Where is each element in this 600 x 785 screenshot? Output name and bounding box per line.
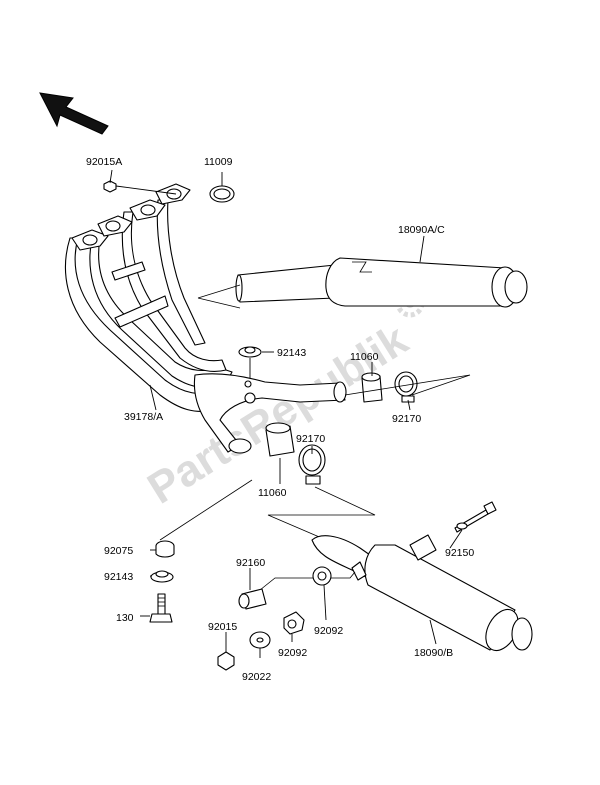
grommet-92143-lower <box>150 570 174 583</box>
label-92022: 92022 <box>242 671 271 683</box>
clamp-92170-upper <box>394 371 418 403</box>
guide-line-lower-clamp <box>267 486 376 549</box>
label-92075: 92075 <box>104 545 133 557</box>
label-92150: 92150 <box>445 547 474 559</box>
label-11060-upper: 11060 <box>350 351 379 363</box>
gasket-11060-upper <box>361 372 383 403</box>
clamp-92170-lower <box>298 444 326 485</box>
label-92092-right: 92092 <box>314 625 343 637</box>
washer-92022 <box>249 631 271 649</box>
bolt-92150 <box>454 501 497 533</box>
part-labels: 92015A 11009 18090A/C 92143 11060 39178/… <box>86 156 474 683</box>
label-92143-upper: 92143 <box>277 347 306 359</box>
muffler-18090B <box>311 534 533 652</box>
header-flange <box>71 183 191 251</box>
label-11060-lower: 11060 <box>258 487 287 499</box>
bolt-130 <box>149 593 173 623</box>
label-18090B: 18090/B <box>414 647 453 659</box>
label-92092-left: 92092 <box>278 647 307 659</box>
label-130: 130 <box>116 612 134 624</box>
label-92170-lower: 92170 <box>296 433 325 445</box>
label-11009: 11009 <box>204 156 233 168</box>
label-92143-lower: 92143 <box>104 571 133 583</box>
muffler-18090AC <box>235 257 528 308</box>
damper-92092-left <box>283 611 305 635</box>
front-direction-arrow-icon <box>39 92 109 135</box>
nut-92015 <box>217 651 235 671</box>
guide-line-92170 <box>344 374 471 396</box>
damper-92160 <box>238 588 267 610</box>
label-18090AC: 18090A/C <box>398 224 445 236</box>
gasket-11009 <box>209 185 235 203</box>
leader-lines <box>109 169 463 658</box>
label-92170-upper: 92170 <box>392 413 421 425</box>
label-92160: 92160 <box>236 557 265 569</box>
gasket-11060-lower <box>265 422 295 457</box>
label-39178A: 39178/A <box>124 411 163 423</box>
guide-line-upper <box>197 284 241 299</box>
grommet-92143-upper <box>238 346 262 358</box>
damper-92075 <box>155 540 175 558</box>
label-92015A: 92015A <box>86 156 122 168</box>
label-92015: 92015 <box>208 621 237 633</box>
exhaust-header-pipes <box>64 183 347 454</box>
damper-92092-right <box>312 566 332 586</box>
leader-damper <box>159 479 253 541</box>
